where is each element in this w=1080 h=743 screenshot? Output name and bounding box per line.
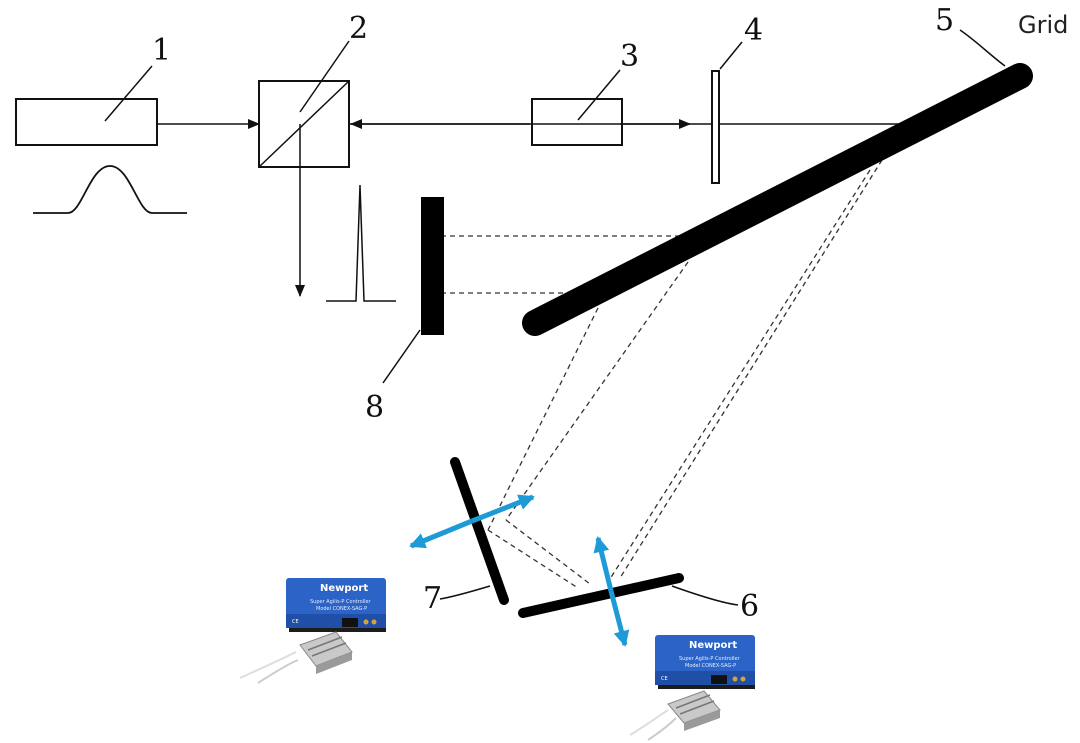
controller-unit-right: Newport Super Agilis-P Controller Model … [655, 635, 755, 689]
newport-brand-text: Newport [689, 640, 737, 651]
newport-brand-text: Newport [320, 583, 368, 594]
label-2: 2 [349, 11, 368, 46]
output-pulse-shape [326, 184, 396, 302]
ce-mark: CE [292, 619, 299, 625]
laser-source [15, 98, 158, 146]
beam-splitter-diagonal [258, 80, 350, 168]
label-5: 5 [935, 3, 954, 38]
mirror-6 [518, 573, 684, 618]
mirror-7-motion-arrow [409, 494, 535, 549]
beam-splitter-cube [258, 80, 350, 168]
piezo-stage-left [239, 631, 353, 684]
label-leader-lines [104, 29, 1006, 606]
mirror-6-motion-arrow [593, 536, 630, 647]
grating [522, 63, 1033, 336]
label-1: 1 [152, 33, 171, 68]
controller-model-line2: Model CONEX-SAG-P [316, 606, 367, 612]
label-8: 8 [365, 390, 384, 425]
input-pulse-shape [33, 165, 187, 214]
controller-model-line2: Model CONEX-SAG-P [685, 663, 736, 669]
mirror-7 [450, 457, 509, 605]
controller-model-line1: Super Agilis-P Controller [310, 599, 372, 605]
grid-label: Grid [1018, 11, 1068, 39]
label-3: 3 [620, 39, 639, 74]
end-mirror-8 [421, 197, 444, 335]
controller-unit-left: Newport Super Agilis-P Controller Model … [286, 578, 386, 632]
component-3-element [531, 98, 623, 146]
component-4-plate [711, 70, 720, 184]
ce-mark: CE [661, 676, 668, 682]
controller-model-line1: Super Agilis-P Controller [679, 656, 741, 662]
piezo-stage-right [629, 690, 721, 741]
dashed-beam-paths [441, 159, 883, 589]
label-4: 4 [744, 13, 763, 48]
label-7: 7 [423, 581, 442, 616]
label-6: 6 [740, 589, 759, 624]
